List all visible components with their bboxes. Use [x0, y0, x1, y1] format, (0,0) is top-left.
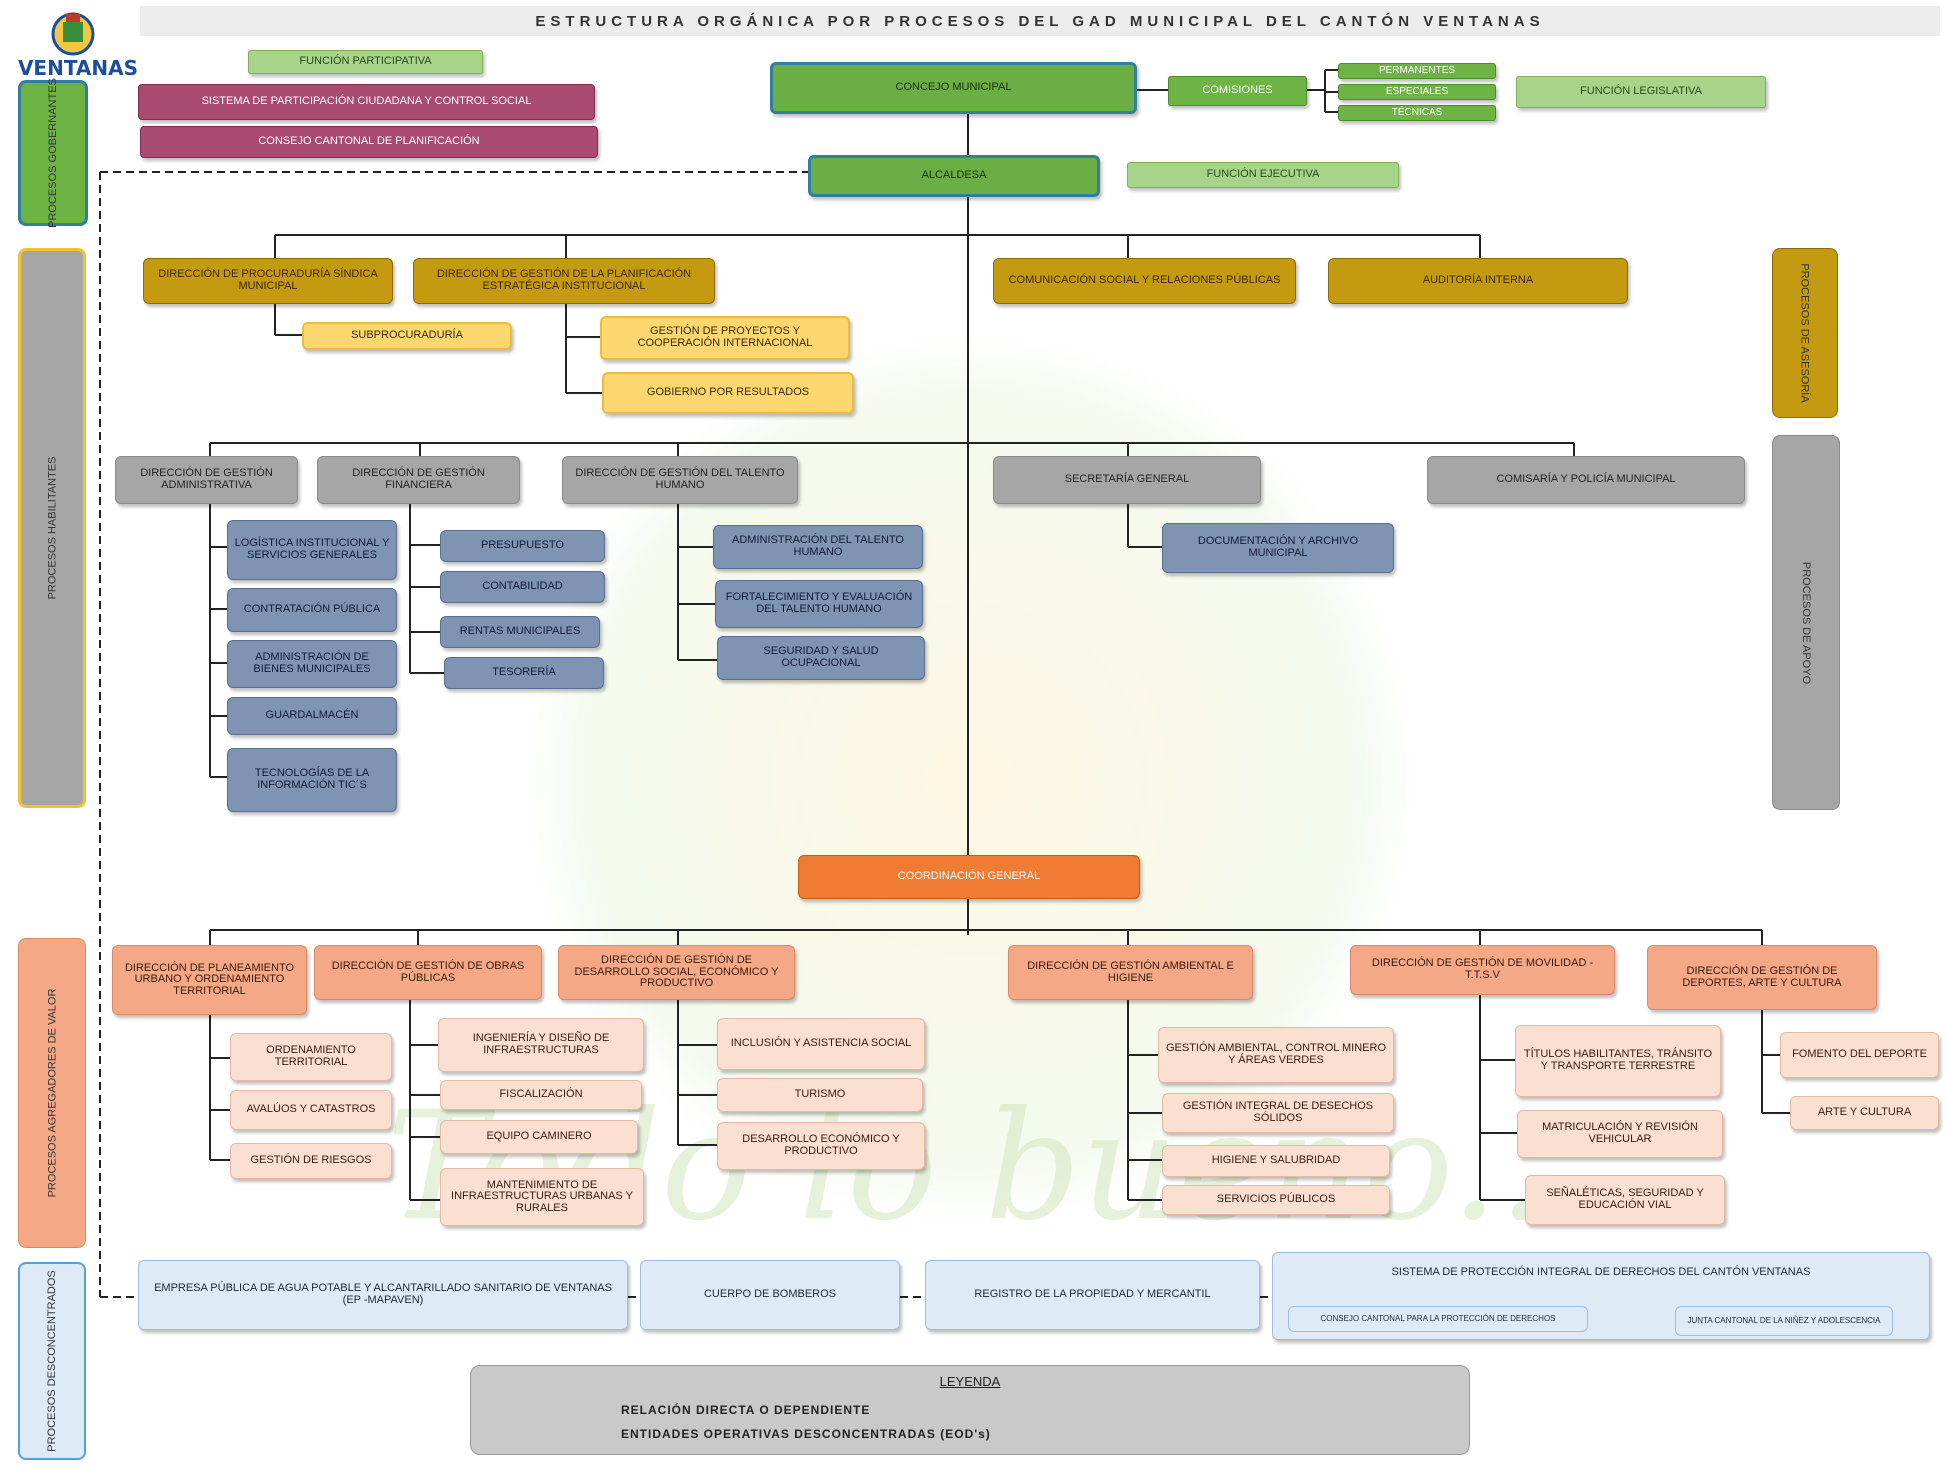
coat-of-arms-icon [51, 12, 95, 56]
seguridad-salud-box: SEGURIDAD Y SALUD OCUPACIONAL [717, 636, 925, 680]
fiscalizacion-box: FISCALIZACIÓN [440, 1080, 642, 1110]
inclusion-box: INCLUSIÓN Y ASISTENCIA SOCIAL [717, 1018, 925, 1070]
sidebar-apoyo: PROCESOS DE APOYO [1772, 435, 1840, 810]
desarrollo-economico-box: DESARROLLO ECONÓMICO Y PRODUCTIVO [717, 1122, 925, 1170]
legend-direct-label: RELACIÓN DIRECTA O DEPENDIENTE [621, 1403, 871, 1417]
talento-humano-box: DIRECCIÓN DE GESTIÓN DEL TALENTO HUMANO [562, 456, 798, 504]
funcion-ejecutiva-box: FUNCIÓN EJECUTIVA [1127, 162, 1399, 188]
tesoreria-box: TESORERÍA [444, 657, 604, 689]
comunicacion-box: COMUNICACIÓN SOCIAL Y RELACIONES PÚBLICA… [993, 258, 1296, 304]
bienes-box: ADMINISTRACIÓN DE BIENES MUNICIPALES [227, 640, 397, 688]
concejo-municipal-box: CONCEJO MUNICIPAL [770, 62, 1137, 114]
procuraduria-box: DIRECCIÓN DE PROCURADURÍA SÍNDICA MUNICI… [143, 258, 393, 304]
guardalmacen-box: GUARDALMACÉN [227, 697, 397, 735]
legend: LEYENDA RELACIÓN DIRECTA O DEPENDIENTE E… [470, 1365, 1470, 1455]
servicios-publicos-box: SERVICIOS PÚBLICOS [1162, 1185, 1390, 1215]
sidebar-asesoria-label: PROCESOS DE ASESORÍA [1799, 263, 1811, 403]
comision-tecnicas-box: TÉCNICAS [1338, 105, 1496, 121]
sidebar-habilitantes-label: PROCESOS HABILITANTES [46, 456, 59, 600]
deportes-box: DIRECCIÓN DE GESTIÓN DE DEPORTES, ARTE Y… [1647, 945, 1877, 1010]
fortalecimiento-box: FORTALECIMIENTO Y EVALUACIÓN DEL TALENTO… [715, 580, 923, 628]
sistema-participacion-box: SISTEMA DE PARTICIPACIÓN CIUDADANA Y CON… [138, 84, 595, 120]
turismo-box: TURISMO [717, 1078, 923, 1112]
planeamiento-box: DIRECCIÓN DE PLANEAMIENTO URBANO Y ORDEN… [112, 945, 307, 1015]
desechos-box: GESTIÓN INTEGRAL DE DESECHOS SÓLIDOS [1162, 1093, 1394, 1133]
contratacion-box: CONTRATACIÓN PÚBLICA [227, 588, 397, 632]
senaleticas-box: SEÑALÉTICAS, SEGURIDAD Y EDUCACIÓN VIAL [1525, 1175, 1725, 1225]
alcaldesa-box: ALCALDESA [808, 155, 1100, 197]
financiera-box: DIRECCIÓN DE GESTIÓN FINANCIERA [317, 456, 520, 504]
mantenimiento-box: MANTENIMIENTO DE INFRAESTRUCTURAS URBANA… [440, 1168, 644, 1226]
sidebar-agregadores: PROCESOS AGREGADORES DE VALOR [18, 938, 86, 1248]
tics-box: TECNOLOGÍAS DE LA INFORMACIÓN TIC´S [227, 748, 397, 812]
documentacion-box: DOCUMENTACIÓN Y ARCHIVO MUNICIPAL [1162, 523, 1394, 573]
admin-talento-box: ADMINISTRACIÓN DEL TALENTO HUMANO [713, 525, 923, 569]
sidebar-habilitantes: PROCESOS HABILITANTES [18, 248, 86, 808]
proyectos-box: GESTIÓN DE PROYECTOS Y COOPERACIÓN INTER… [600, 316, 850, 360]
consejo-proteccion-box: CONSEJO CANTONAL PARA LA PROTECCIÓN DE D… [1288, 1306, 1588, 1332]
coordinacion-general-box: COORDINACIÓN GENERAL [798, 855, 1140, 899]
fomento-deporte-box: FOMENTO DEL DEPORTE [1780, 1032, 1939, 1078]
comision-permanentes-box: PERMANENTES [1338, 63, 1496, 79]
higiene-box: HIGIENE Y SALUBRIDAD [1162, 1145, 1390, 1177]
funcion-legislativa-box: FUNCIÓN LEGISLATIVA [1516, 76, 1766, 108]
desarrollo-social-box: DIRECCIÓN DE GESTIÓN DE DESARROLLO SOCIA… [558, 945, 795, 1000]
ingenieria-box: INGENIERÍA Y DISEÑO DE INFRAESTRUCTURAS [438, 1018, 644, 1072]
sidebar-apoyo-label: PROCESOS DE APOYO [1800, 561, 1813, 684]
comisaria-box: COMISARÍA Y POLICÍA MUNICIPAL [1427, 456, 1745, 504]
bomberos-box: CUERPO DE BOMBEROS [640, 1260, 900, 1330]
avaluos-box: AVALÚOS Y CATASTROS [230, 1090, 392, 1130]
rentas-box: RENTAS MUNICIPALES [440, 616, 600, 648]
sidebar-gobernantes: PROCESOS GOBERNANTES [18, 78, 88, 228]
riesgos-box: GESTIÓN DE RIESGOS [230, 1143, 392, 1179]
auditoria-box: AUDITORÍA INTERNA [1328, 258, 1628, 304]
ordenamiento-box: ORDENAMIENTO TERRITORIAL [230, 1033, 392, 1081]
logo-text: VENTANAS [17, 56, 139, 80]
contabilidad-box: CONTABILIDAD [440, 571, 605, 603]
legend-decentralized-label: ENTIDADES OPERATIVAS DESCONCENTRADAS (EO… [621, 1427, 991, 1441]
funcion-participativa-box: FUNCIÓN PARTICIPATIVA [248, 50, 483, 74]
planificacion-box: DIRECCIÓN DE GESTIÓN DE LA PLANIFICACIÓN… [413, 258, 715, 304]
titulos-box: TÍTULOS HABILITANTES, TRÁNSITO Y TRANSPO… [1515, 1025, 1721, 1097]
junta-cantonal-box: JUNTA CANTONAL DE LA NIÑEZ Y ADOLESCENCI… [1675, 1306, 1893, 1336]
sidebar-desconcentrados-label: PROCESOS DESCONCENTRADOS [46, 1270, 58, 1452]
sidebar-asesoria: PROCESOS DE ASESORÍA [1772, 248, 1838, 418]
sidebar-desconcentrados: PROCESOS DESCONCENTRADOS [18, 1262, 86, 1460]
gestion-ambiental-box: GESTIÓN AMBIENTAL, CONTROL MINERO Y ÁREA… [1158, 1027, 1394, 1083]
empresa-agua-box: EMPRESA PÚBLICA DE AGUA POTABLE Y ALCANT… [138, 1260, 628, 1330]
municipality-logo: VENTANAS [8, 6, 138, 80]
obras-publicas-box: DIRECCIÓN DE GESTIÓN DE OBRAS PÚBLICAS [314, 945, 542, 1000]
administrativa-box: DIRECCIÓN DE GESTIÓN ADMINISTRATIVA [115, 456, 298, 504]
subprocuraduria-box: SUBPROCURADURÍA [302, 322, 512, 350]
sidebar-agregadores-label: PROCESOS AGREGADORES DE VALOR [46, 988, 59, 1198]
presupuesto-box: PRESUPUESTO [440, 530, 605, 562]
sidebar-gobernantes-label: PROCESOS GOBERNANTES [47, 78, 60, 228]
secretaria-box: SECRETARÍA GENERAL [993, 456, 1261, 504]
logistica-box: LOGÍSTICA INSTITUCIONAL Y SERVICIOS GENE… [227, 520, 397, 580]
ambiental-box: DIRECCIÓN DE GESTIÓN AMBIENTAL E HIGIENE [1008, 945, 1253, 1000]
comisiones-box: COMISIONES [1168, 76, 1307, 106]
page-title: ESTRUCTURA ORGÁNICA POR PROCESOS DEL GAD… [140, 6, 1940, 36]
movilidad-box: DIRECCIÓN DE GESTIÓN DE MOVILIDAD - T.T.… [1350, 945, 1615, 995]
equipo-caminero-box: EQUIPO CAMINERO [440, 1120, 638, 1154]
registro-propiedad-box: REGISTRO DE LA PROPIEDAD Y MERCANTIL [925, 1260, 1260, 1330]
comision-especiales-box: ESPECIALES [1338, 84, 1496, 100]
gobierno-resultados-box: GOBIERNO POR RESULTADOS [602, 372, 854, 414]
consejo-planificacion-box: CONSEJO CANTONAL DE PLANIFICACIÓN [140, 126, 598, 158]
legend-title: LEYENDA [939, 1374, 1001, 1389]
matriculacion-box: MATRICULACIÓN Y REVISIÓN VEHICULAR [1517, 1110, 1723, 1158]
arte-cultura-box: ARTE Y CULTURA [1790, 1096, 1939, 1130]
